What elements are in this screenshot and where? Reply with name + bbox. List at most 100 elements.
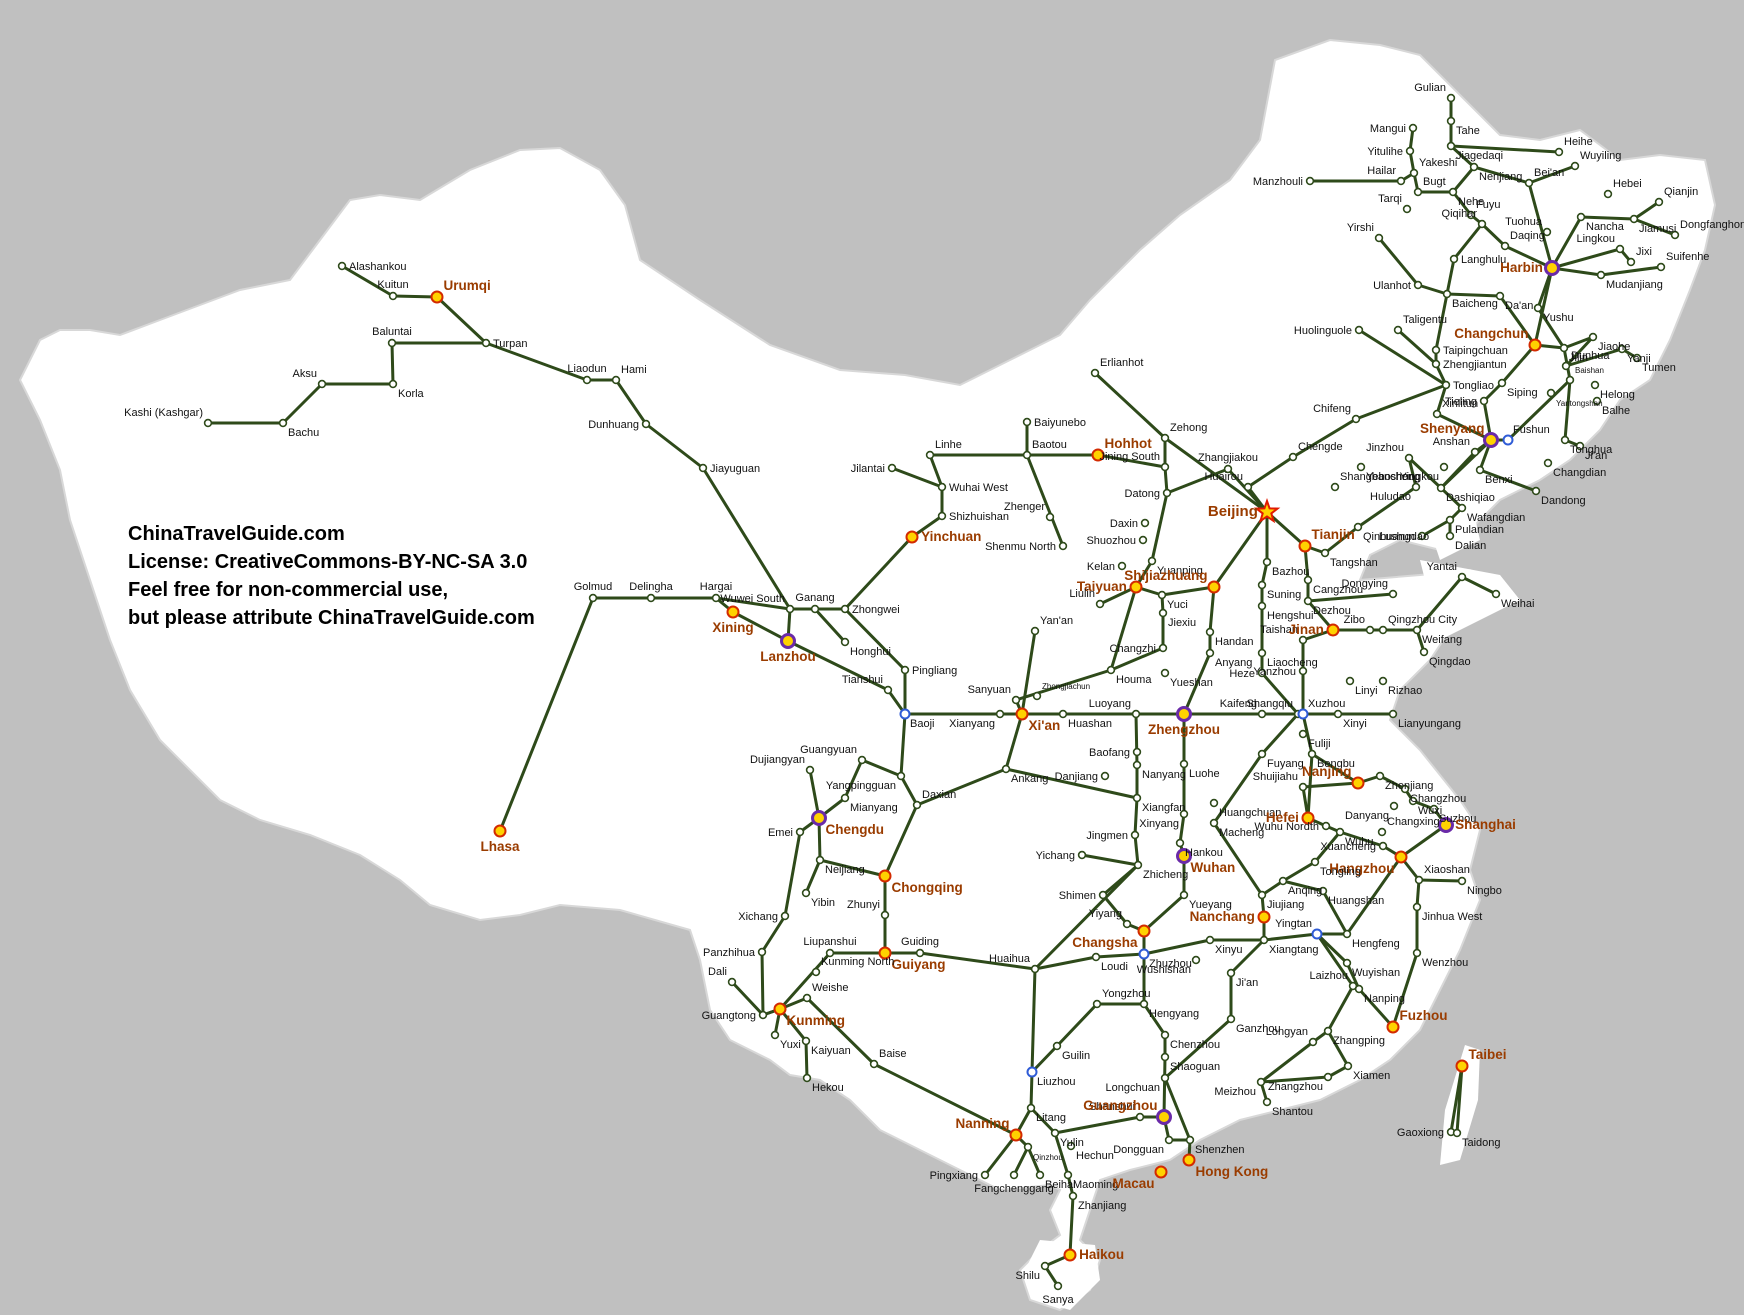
station-label-mudanjiang: Mudanjiang [1606,279,1663,291]
station-label-guangyuan: Guangyuan [800,744,857,756]
station-label-jiagedaqi: Jiagedaqi [1456,150,1503,162]
station-label-daqing: Daqing [1510,230,1545,242]
station-marker-qingdao [1419,647,1429,657]
station-label-yantongshan: Yantongshan [1556,399,1603,408]
station-marker-fangchenggang [1009,1170,1019,1180]
station-marker-zhangjiakou [1223,464,1233,474]
station-marker-wuhai [937,482,947,492]
station-label-longchuan: Longchuan [1106,1082,1160,1094]
station-marker-wuhu [1335,827,1345,837]
station-label-jingmen: Jingmen [1086,830,1128,842]
station-marker-xian [1015,707,1029,721]
station-label-neijiang: Neijiang [825,864,865,876]
station-label-qingzhou: Qingzhou City [1388,614,1458,626]
station-label-nanyang: Nanyang [1142,769,1186,781]
station-label-hailar: Hailar [1367,165,1396,177]
station-marker-macau [1154,1165,1168,1179]
station-label-nanning: Nanning [956,1116,1010,1131]
station-label-yuxi: Yuxi [780,1039,801,1051]
station-label-gaoxiong: Gaoxiong [1397,1127,1444,1139]
station-marker-jinzhou [1404,453,1414,463]
station-label-yulin: Yulin [1060,1137,1084,1149]
station-marker-yanan [1030,626,1040,636]
station-label-nenjiang: Nenjiang [1479,171,1522,183]
station-marker-yanzhou [1298,666,1308,676]
station-marker-lianyungang [1388,709,1398,719]
station-marker-suzhou [1429,804,1439,814]
station-label-linyi: Linyi [1355,685,1378,697]
station-label-hankou: Hankou [1185,847,1223,859]
station-label-meizhou: Meizhou [1214,1086,1256,1098]
station-marker-fuliji [1298,729,1308,739]
station-label-huangchuan: Huangchuan [1219,807,1281,819]
rail-line-26 [1163,510,1300,1162]
station-marker-dunhua [1561,361,1571,371]
station-label-baotou: Baotou [1032,439,1067,451]
station-label-anshan: Anshan [1433,436,1470,448]
station-label-shuijiahu: Shuijiahu [1253,771,1298,783]
station-marker-changzhou [1400,784,1410,794]
station-label-taidong: Taidong [1462,1137,1501,1149]
rail-line-41 [983,1133,1018,1177]
station-label-kunming: Kunming [787,1013,846,1028]
station-marker-luohe [1179,759,1189,769]
station-marker-weishe [802,993,812,1003]
station-marker-jingmen [1130,830,1140,840]
station-marker-taligentu [1393,325,1403,335]
station-label-xuzhou: Xuzhou [1308,698,1345,710]
station-label-turpan: Turpan [493,338,527,350]
station-marker-lanzhou [780,633,796,649]
station-label-shijiazhuang: Shijiazhuang [1124,568,1207,583]
station-label-hami: Hami [621,364,647,376]
station-marker-langhulu [1449,254,1459,264]
station-label-nanjing: Nanjing [1302,764,1352,779]
station-label-chengde: Chengde [1298,441,1343,453]
station-marker-heze [1257,668,1267,678]
station-marker-shenyang [1483,432,1499,448]
station-label-shimen: Shimen [1059,890,1096,902]
rail-line-6 [813,607,847,644]
station-marker-nehe [1448,187,1458,197]
station-marker-jilantai [887,463,897,473]
station-label-dashiqiao: Dashiqiao [1446,492,1495,504]
station-label-ningbo: Ningbo [1467,885,1502,897]
station-label-bugt: Bugt [1423,176,1446,188]
station-marker-houma [1106,665,1116,675]
station-marker-sanyuan [1011,695,1021,705]
station-label-zhongjiachun: Zhongjiachun [1042,682,1090,691]
station-label-xiamen: Xiamen [1353,1070,1390,1082]
station-label-shuozhou: Shuozhou [1086,535,1136,547]
station-label-beian: Bei'an [1534,167,1564,179]
station-label-tumen: Tumen [1642,362,1676,374]
station-marker-shilu [1040,1261,1050,1271]
station-label-taiyuan: Taiyuan [1077,579,1127,594]
station-marker-lingkou [1615,244,1625,254]
station-label-qingdao: Qingdao [1429,656,1471,668]
station-marker-qinhuangdao [1353,522,1363,532]
station-marker-wafangdian [1457,503,1467,513]
station-label-balhe: Balhe [1602,405,1630,417]
station-label-wuwei: Wuwei South [720,593,785,605]
station-marker-jian [1226,968,1236,978]
station-label-dandong: Dandong [1541,495,1586,507]
station-label-xichang: Xichang [738,911,778,923]
station-label-bengbu: Bengbu [1317,758,1355,770]
station-label-huairou: Huairou [1204,471,1243,483]
station-marker-zehong [1160,433,1170,443]
station-label-luoyang: Luoyang [1089,698,1131,710]
station-label-dalian: Dalian [1455,540,1486,552]
station-marker-ningbo [1457,876,1467,886]
station-label-xining: Xining [712,620,753,635]
station-marker-balhe [1592,396,1602,406]
station-label-haikou: Haikou [1079,1247,1124,1262]
station-label-longyan: Longyan [1266,1026,1308,1038]
station-marker-yuanping [1147,556,1157,566]
station-label-baofang: Baofang [1089,747,1130,759]
station-marker-anqing [1278,876,1288,886]
station-marker-hechun [1066,1141,1076,1151]
station-marker-liuzhou [1026,1066,1038,1078]
station-label-chifeng: Chifeng [1313,403,1351,415]
rail-line-13 [808,768,821,820]
station-marker-wuwei [785,604,795,614]
rail-line-40 [1012,1145,1030,1177]
